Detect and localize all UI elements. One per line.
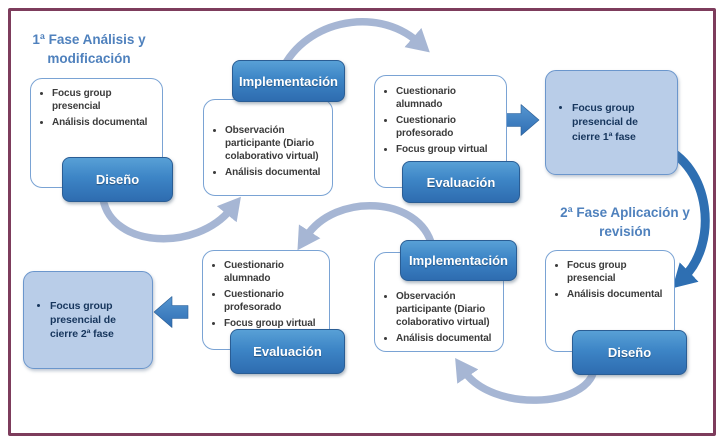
bullet-list-diseno-2: Focus group presencial Análisis document… (552, 259, 672, 301)
milestone-cierre-2: Focus group presencial de cierre 2ª fase (23, 271, 153, 369)
bullet-item: Focus group virtual (224, 317, 325, 330)
frame-border (8, 8, 716, 436)
bullet-item: Análisis documental (52, 116, 158, 129)
bullet-item: Observación participante (Diario colabor… (225, 124, 328, 163)
bullet-item: Focus group presencial (567, 259, 670, 285)
chip-diseno-2: Diseño (572, 330, 687, 375)
arrow-diseno2-to-implementacion2-icon (455, 358, 598, 404)
bullet-list-implementacion-2: Observación participante (Diario colabor… (381, 290, 501, 345)
chip-implementacion-2: Implementación (400, 240, 517, 281)
bullet-item: Observación participante (Diario colabor… (396, 290, 499, 329)
arrow-diseno1-to-implementacion1-icon (99, 195, 241, 243)
bullet-item: Focus group virtual (396, 143, 502, 156)
arrow-implementacion2-to-evaluacion2-icon (297, 202, 436, 251)
milestone-1-text: Focus group presencial de cierre 1ª fase (572, 101, 658, 144)
arrow-implementacion1-to-evaluacion1-icon (276, 18, 430, 79)
bullet-item: Análisis documental (567, 288, 670, 301)
bullet-list-evaluacion-2: Cuestionario alumnado Cuestionario profe… (209, 259, 327, 330)
bullet-list-diseno-1: Focus group presencial Análisis document… (37, 87, 160, 129)
bullet-list-implementacion-1: Observación participante (Diario colabor… (210, 124, 330, 179)
milestone-1-list: Focus group presencial de cierre 1ª fase (546, 101, 658, 144)
bullet-item: Cuestionario alumnado (224, 259, 325, 285)
chip-evaluacion-1: Evaluación (402, 161, 520, 203)
milestone-2-list: Focus group presencial de cierre 2ª fase (24, 299, 136, 342)
arrow-evaluacion2-to-cierre2-icon (153, 296, 189, 328)
bullet-item: Cuestionario alumnado (396, 85, 502, 111)
milestone-cierre-1: Focus group presencial de cierre 1ª fase (545, 70, 678, 175)
phase1-heading: 1ª Fase Análisis y modificación (32, 32, 146, 66)
bullet-item: Análisis documental (225, 166, 328, 179)
phase2-heading: 2ª Fase Aplicación y revisión (560, 205, 690, 239)
chip-evaluacion-2: Evaluación (230, 329, 345, 374)
bullet-item: Focus group presencial (52, 87, 158, 113)
arrow-evaluacion1-to-cierre1-icon (504, 104, 540, 136)
bullet-item: Análisis documental (396, 332, 499, 345)
bullet-item: Cuestionario profesorado (224, 288, 325, 314)
panel-implementacion-1: Observación participante (Diario colabor… (203, 99, 333, 196)
chip-diseno-1: Diseño (62, 157, 173, 202)
bullet-list-evaluacion-1: Cuestionario alumnado Cuestionario profe… (381, 85, 504, 156)
bullet-item: Cuestionario profesorado (396, 114, 502, 140)
milestone-2-text: Focus group presencial de cierre 2ª fase (50, 299, 136, 342)
chip-implementacion-1: Implementación (232, 60, 345, 102)
